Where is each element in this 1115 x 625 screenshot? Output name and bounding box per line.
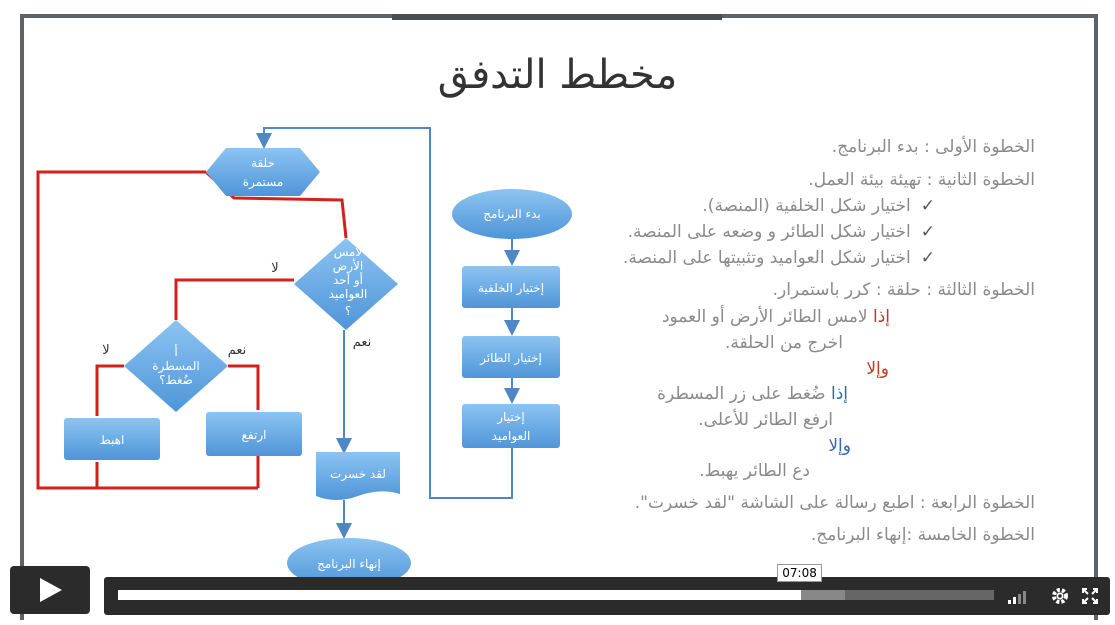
step-2: الخطوة الثانية : تهيئة بيئة العمل. (808, 170, 1035, 190)
svg-text:المسطرة: المسطرة (152, 359, 199, 374)
progress-bar[interactable] (118, 590, 994, 600)
else-keyword-1: وإلا (866, 359, 889, 379)
step-3g: دع الطائر يهبط. (699, 461, 810, 481)
step-2b: ✓ اختيار شكل الطائر و وضعه على المنصة. (628, 219, 935, 245)
process-bird-label: إختيار الطائر (479, 351, 542, 366)
if-keyword-2: إذا (830, 384, 848, 404)
process-down: اهبط (64, 418, 160, 460)
svg-text:الأرض: الأرض (333, 258, 363, 274)
process-background: إختيار الخلفية (462, 266, 560, 308)
time-tooltip: 07:08 (777, 564, 822, 582)
svg-text:ضُغط؟: ضُغط؟ (159, 373, 193, 387)
end-label: إنهاء البرنامج (317, 557, 381, 572)
settings-gear-icon[interactable] (1050, 586, 1070, 606)
svg-text:لامس: لامس (334, 245, 363, 260)
step-3: الخطوة الثالثة : حلقة : كرر باستمرار. (772, 280, 1035, 300)
svg-text:؟: ؟ (345, 304, 351, 318)
end-terminal: إنهاء البرنامج (287, 538, 411, 588)
step-5: الخطوة الخامسة :إنهاء البرنامج. (810, 525, 1035, 545)
svg-text:أو أحد: أو أحد (333, 272, 363, 288)
step-3a: إذا لامس الطائر الأرض أو العمود (662, 304, 890, 330)
check-icon: ✓ (920, 196, 935, 216)
label-no-1: لا (271, 261, 278, 276)
step-2b-text: اختيار شكل الطائر و وضعه على المنصة. (627, 222, 911, 242)
process-up: ارتفع (206, 412, 302, 456)
player-controls (104, 577, 1110, 615)
process-down-label: اهبط (100, 433, 125, 447)
output-lost: لقد خسرت (316, 452, 400, 500)
loop-label-1: حلقة (251, 156, 275, 170)
output-lost-label: لقد خسرت (330, 467, 386, 482)
check-icon: ✓ (920, 248, 935, 268)
decision-key-pressed: أ المسطرة ضُغط؟ (124, 320, 228, 412)
if-keyword: إذا (872, 307, 890, 327)
play-button[interactable] (10, 566, 90, 614)
volume-icon[interactable] (1006, 586, 1026, 606)
loop-hexagon: حلقة مستمرة (206, 148, 320, 196)
process-background-label: إختيار الخلفية (478, 281, 544, 296)
svg-text:العواميد: العواميد (329, 287, 368, 302)
process-up-label: ارتفع (242, 428, 267, 443)
decision-collision: لامس الأرض أو أحد العواميد ؟ (294, 238, 398, 330)
step-2a: ✓ اختيار شكل الخلفية (المنصة). (702, 193, 935, 219)
start-label: بدء البرنامج (483, 207, 541, 222)
label-no-2: لا (102, 343, 109, 358)
loop-label-2: مستمرة (243, 175, 284, 190)
slide-title: مخطط التدفق (437, 52, 678, 98)
play-icon (40, 578, 62, 602)
slide-top-accent (392, 14, 722, 20)
else-keyword-2: وإلا (828, 436, 851, 456)
step-2c-text: اختيار شكل العواميد وتثبيتها على المنصة. (623, 248, 911, 268)
step-1: الخطوة الأولى : بدء البرنامج. (831, 137, 1035, 157)
slide-frame (20, 14, 1098, 620)
step-3d: إذا ضُغط على زر المسطرة (657, 381, 848, 407)
step-3e: ارفع الطائر للأعلى. (698, 410, 833, 430)
label-yes-1: نعم (353, 335, 372, 350)
buffer-bar (801, 590, 846, 600)
label-yes-2: نعم (228, 343, 247, 358)
step-3b: اخرج من الحلقة. (724, 333, 843, 353)
step-4: الخطوة الرابعة : اطبع رسالة على الشاشة "… (634, 493, 1035, 513)
process-columns-label-1: إختيار (496, 410, 524, 425)
process-bird: إختيار الطائر (462, 336, 560, 378)
step-3d-text: ضُغط على زر المسطرة (657, 384, 831, 404)
process-columns-label-2: العواميد (492, 429, 531, 444)
check-icon: ✓ (920, 222, 935, 242)
flow-connectors (256, 127, 520, 539)
svg-text:أ: أ (174, 344, 177, 359)
step-2a-text: اختيار شكل الخلفية (المنصة). (702, 196, 911, 216)
fullscreen-icon[interactable] (1080, 586, 1100, 606)
step-3a-text: لامس الطائر الأرض أو العمود (661, 307, 873, 327)
progress-fill (118, 590, 802, 600)
start-terminal: بدء البرنامج (452, 189, 572, 239)
step-2c: ✓ اختيار شكل العواميد وتثبيتها على المنصة… (623, 245, 935, 271)
process-columns: إختيار العواميد (462, 404, 560, 448)
